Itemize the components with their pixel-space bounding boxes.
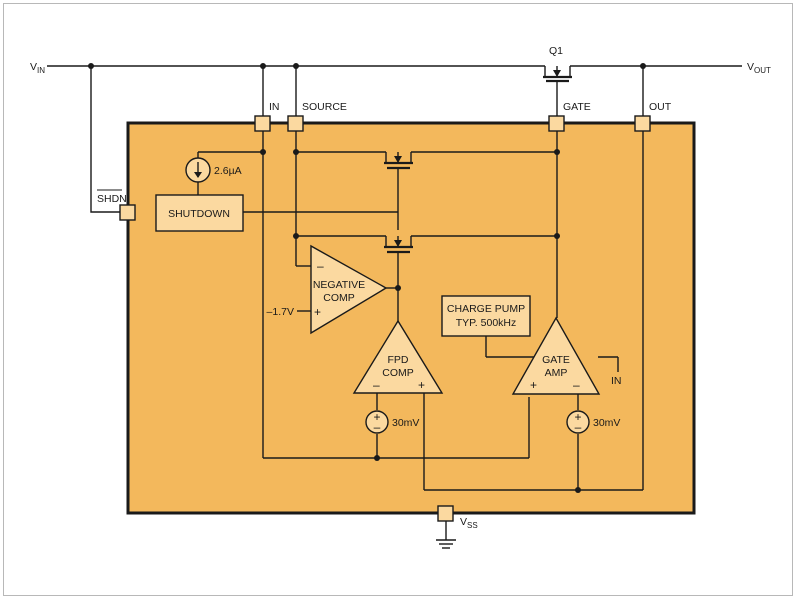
fpd-offset-source [365,410,389,434]
charge-pump-label-2: TYP. 500kHz [456,317,517,329]
fpd-comp-label-2: COMP [382,367,414,379]
pin-gate-label: GATE [563,101,591,113]
shutdown-label: SHUTDOWN [168,208,230,220]
current-source-label: 2.6µA [214,165,242,177]
negative-comparator [310,244,388,335]
gate-amp-label-1: GATE [542,354,570,366]
gate-amp-plus: + [530,378,537,392]
q1-mosfet-symbol [543,66,572,87]
fpd-comparator [352,319,444,394]
vin-label: VIN [30,61,45,75]
pin-in-label: IN [269,101,280,113]
neg-ref-label: –1.7V [267,306,294,318]
pin-gate [548,115,565,132]
neg-comp-minus: – [317,259,324,273]
pin-shdn [119,204,136,221]
pin-source-label: SOURCE [302,101,347,113]
pin-source [287,115,304,132]
vss-label: VSS [460,516,478,530]
neg-comp-plus: + [314,305,321,319]
pin-shdn-label: SHDN [97,193,127,205]
fpd-offset-label: 30mV [392,417,419,429]
lower-internal-mosfet [384,236,413,254]
fpd-offset-minus: – [374,420,381,434]
fpd-comp-label-1: FPD [388,354,409,366]
pin-out-label: OUT [649,101,672,113]
gate-offset-plus: + [574,410,581,424]
gate-amp-in-label: IN [611,375,622,387]
neg-comp-label-1: NEGATIVE [313,279,365,291]
gate-amplifier [511,316,601,395]
pin-in [254,115,271,132]
charge-pump-label-1: CHARGE PUMP [447,303,525,315]
q1-label: Q1 [549,45,563,57]
ic-package [126,121,696,515]
shutdown-block [155,194,244,232]
current-source-arrow-icon [194,172,202,178]
internal-junctions [260,149,581,493]
pin-vss [437,505,454,522]
figure-frame [3,3,793,596]
gate-offset-label: 30mV [593,417,620,429]
pin-out [634,115,651,132]
gate-amp-label-2: AMP [545,367,568,379]
fpd-comp-plus: + [418,378,425,392]
fpd-offset-plus: + [373,410,380,424]
top-internal-mosfet [384,152,413,170]
gate-offset-source [566,410,590,434]
neg-comp-label-2: COMP [323,292,355,304]
fpd-comp-minus: – [373,378,380,392]
charge-pump-block [441,295,531,337]
gate-offset-minus: – [575,420,582,434]
vout-label: VOUT [747,61,771,75]
gate-amp-minus: – [573,378,580,392]
rail-junctions [88,63,646,69]
